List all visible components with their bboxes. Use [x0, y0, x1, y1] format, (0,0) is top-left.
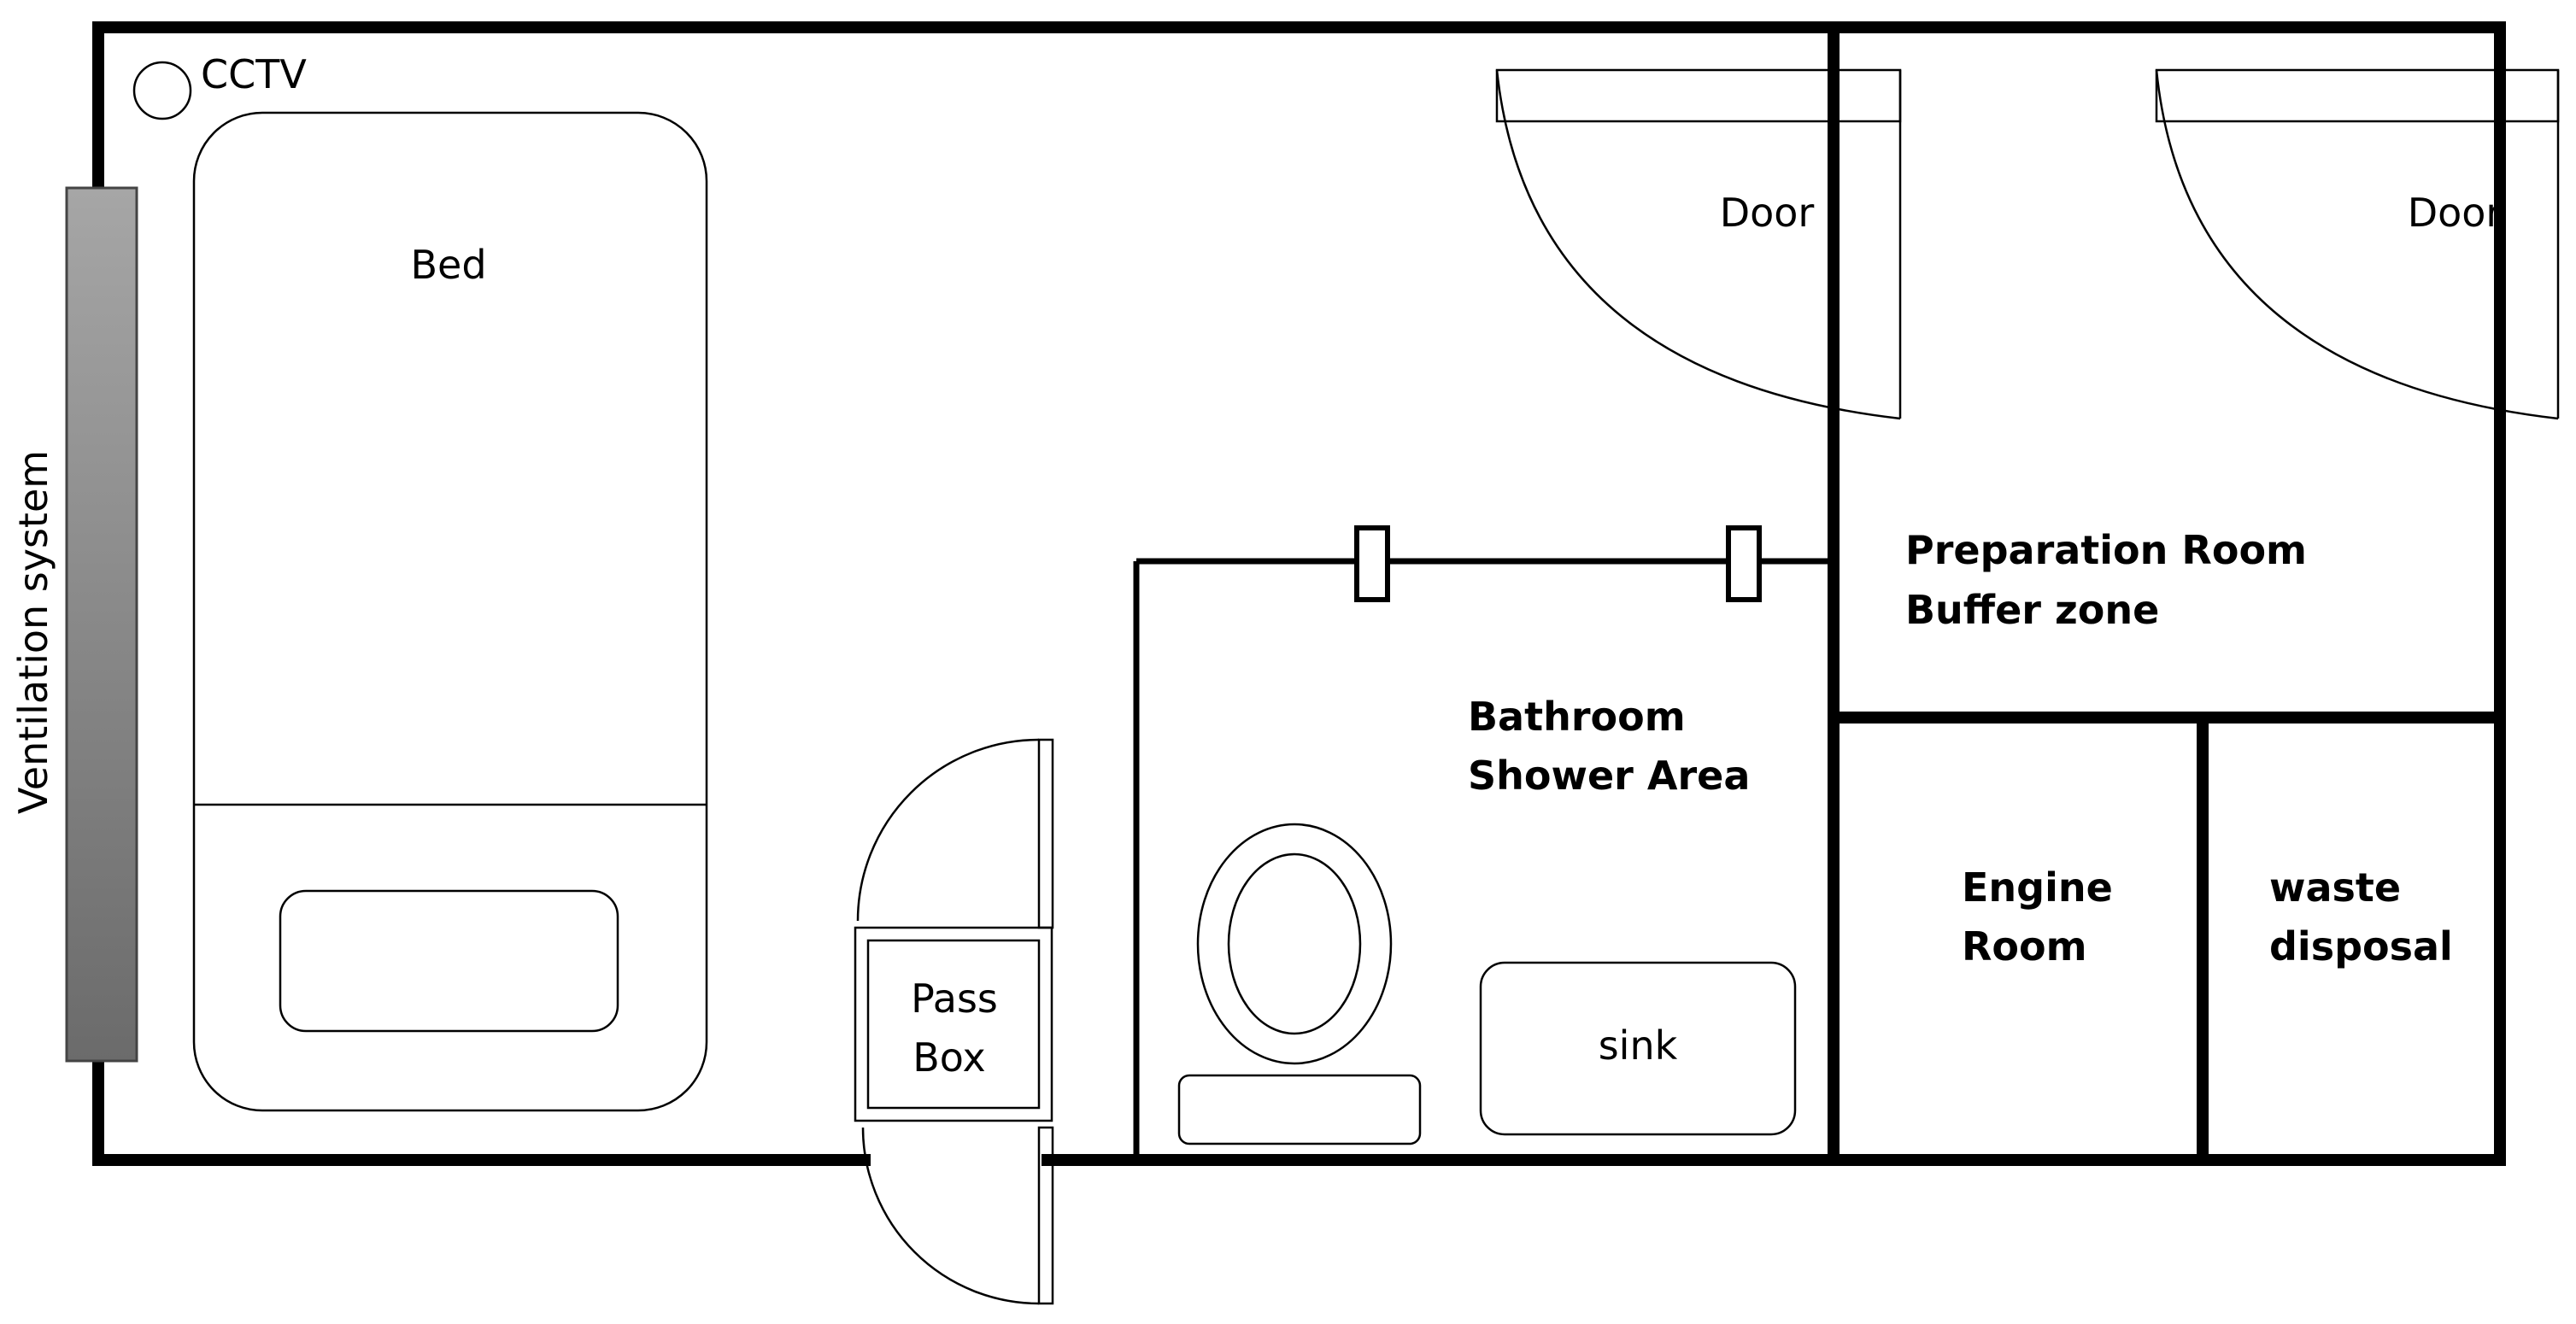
- ventilation-label: Ventilation system: [10, 450, 56, 814]
- pass-box-label-2: Box: [912, 1034, 986, 1081]
- pass-box-label: Pass: [911, 975, 998, 1022]
- cctv-label: CCTV: [201, 51, 307, 97]
- cctv-icon: [132, 61, 192, 120]
- engine-room-label-2: Room: [1962, 923, 2087, 970]
- waste-disposal-label-2: disposal: [2269, 923, 2453, 970]
- curtain-clip: [1726, 525, 1762, 602]
- door-left[interactable]: [1495, 68, 1902, 420]
- toilet: [1177, 823, 1422, 1145]
- prep-room-label: Preparation Room: [1905, 527, 2307, 573]
- shower-area-label: Shower Area: [1468, 753, 1750, 799]
- pillow: [279, 889, 619, 1033]
- pass-box-door-upper[interactable]: [856, 738, 1054, 929]
- waste-disposal-label: waste: [2269, 864, 2401, 911]
- interior-walls: [1133, 21, 2506, 1166]
- bed: [192, 111, 708, 1112]
- ventilation-system: [65, 186, 138, 1063]
- door-right[interactable]: [2155, 68, 2560, 420]
- curtain-clip: [1354, 525, 1390, 602]
- door-right-label: Door: [2408, 190, 2503, 236]
- door-left-label: Door: [1720, 190, 1815, 236]
- bed-label: Bed: [410, 242, 486, 288]
- engine-room-label: Engine: [1962, 864, 2113, 911]
- pass-box-door-lower[interactable]: [861, 1126, 1054, 1305]
- sink-label: sink: [1599, 1022, 1678, 1069]
- sink: [1479, 961, 1797, 1136]
- bathroom-label: Bathroom: [1468, 694, 1686, 740]
- pass-box[interactable]: [854, 926, 1053, 1122]
- buffer-zone-label: Buffer zone: [1905, 587, 2159, 633]
